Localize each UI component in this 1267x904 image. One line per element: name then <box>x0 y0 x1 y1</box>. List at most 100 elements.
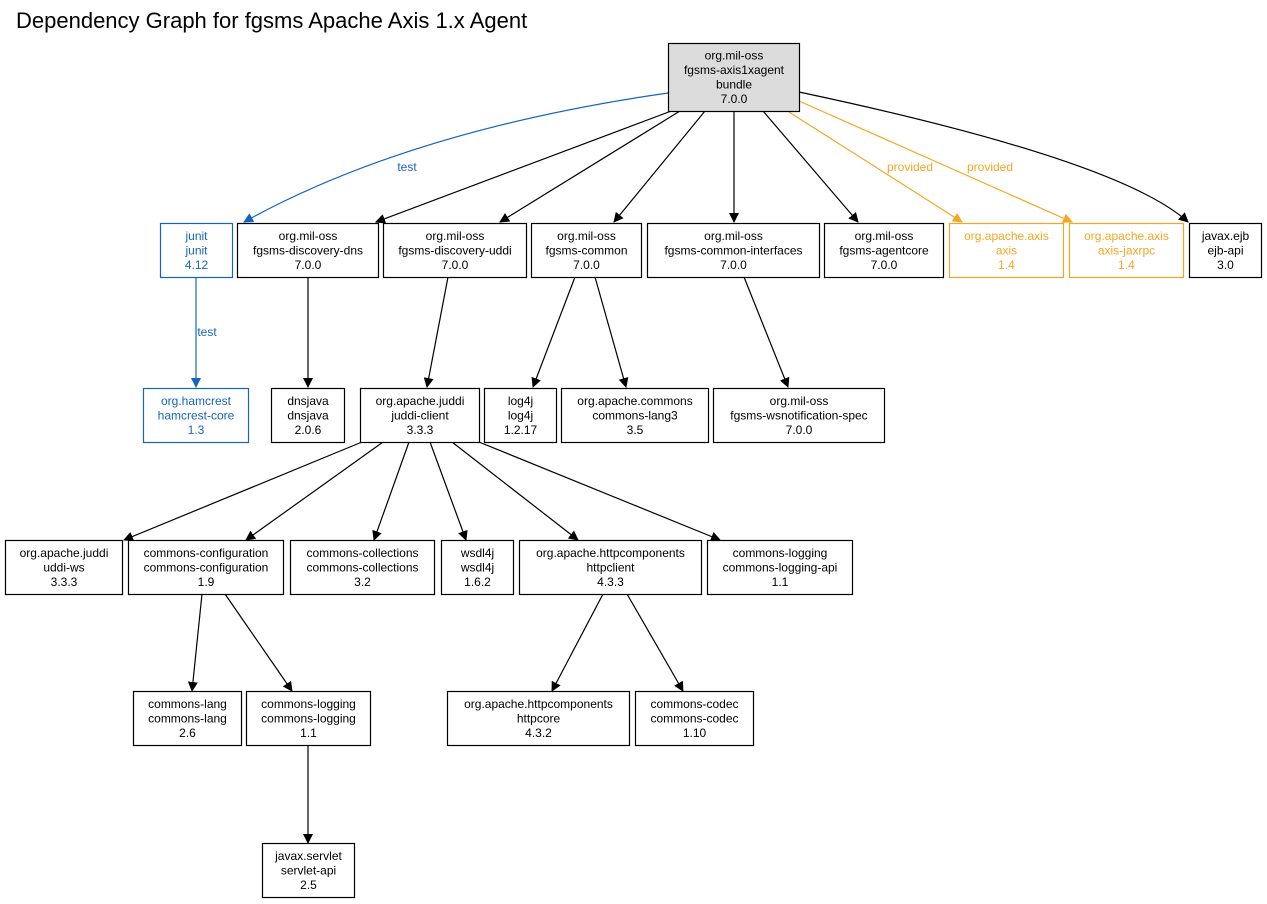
node-servlet-line-0: javax.servlet <box>274 849 342 863</box>
node-codec-line-2: 1.10 <box>683 726 707 740</box>
edge-root-to-junit <box>243 92 669 223</box>
edge-label-root-to-junit: test <box>397 160 417 174</box>
node-common-if-line-0: org.mil-oss <box>704 229 763 243</box>
node-disc-dns-line-0: org.mil-oss <box>279 229 338 243</box>
edge-label-junit-to-hamcrest: test <box>197 325 217 339</box>
edge-config-to-lang <box>187 593 203 692</box>
edge-httpclient-to-httpcore <box>551 593 604 692</box>
node-box-log4j <box>483 387 558 444</box>
edge-root-to-disc-uddi <box>499 110 681 223</box>
node-junit-line-2: 4.12 <box>185 258 209 272</box>
node-junit-line-1: junit <box>184 243 208 257</box>
node-dnsjava-line-1: dnsjava <box>287 408 329 422</box>
edge-label-root-to-axis-jaxrpc: provided <box>967 160 1013 174</box>
edge-common-if-to-wsnotif <box>743 276 790 388</box>
node-lang-line-1: commons-lang <box>148 711 227 725</box>
node-config-line-0: commons-configuration <box>144 546 269 560</box>
node-axis-jaxrpc-line-1: axis-jaxrpc <box>1098 243 1155 257</box>
node-box-root <box>667 42 801 113</box>
node-logging-api-line-1: commons-logging-api <box>723 560 838 574</box>
node-ejb-line-2: 3.0 <box>1217 258 1234 272</box>
node-box-hamcrest <box>142 387 250 444</box>
node-common-if-line-1: fgsms-common-interfaces <box>664 243 802 257</box>
node-common-line-0: org.mil-oss <box>557 229 616 243</box>
node-config-line-1: commons-configuration <box>144 560 269 574</box>
node-box-agentcore <box>823 222 945 279</box>
node-agentcore-line-0: org.mil-oss <box>855 229 914 243</box>
node-logging-line-0: commons-logging <box>261 697 356 711</box>
node-disc-dns-line-1: fgsms-discovery-dns <box>253 243 363 257</box>
node-box-axis-jaxrpc <box>1068 222 1185 279</box>
node-logging-api-line-0: commons-logging <box>733 546 828 560</box>
node-collections-line-0: commons-collections <box>306 546 418 560</box>
node-ejb-line-1: ejb-api <box>1207 243 1243 257</box>
node-box-servlet <box>261 842 356 899</box>
node-box-lang <box>132 690 243 747</box>
node-dnsjava-line-0: dnsjava <box>287 394 329 408</box>
node-juddi-client-line-1: juddi-client <box>390 408 449 422</box>
node-juddi-client-line-2: 3.3.3 <box>407 423 434 437</box>
node-disc-dns-line-2: 7.0.0 <box>295 258 322 272</box>
node-collections-line-1: commons-collections <box>306 560 418 574</box>
node-httpcore-line-2: 4.3.2 <box>525 726 552 740</box>
node-box-dnsjava <box>270 387 346 444</box>
node-log4j-line-2: 1.2.17 <box>504 423 538 437</box>
node-httpcore-line-1: httpcore <box>517 711 561 725</box>
node-box-wsdl4j <box>440 539 515 596</box>
node-box-wsnotif <box>712 387 886 444</box>
node-axis-jaxrpc-line-2: 1.4 <box>1118 258 1135 272</box>
edge-root-to-axis <box>788 111 963 223</box>
node-httpclient-line-0: org.apache.httpcomponents <box>536 546 685 560</box>
node-box-ejb <box>1188 222 1263 279</box>
diagram-title: Dependency Graph for fgsms Apache Axis 1… <box>16 8 528 33</box>
node-hamcrest-line-1: hamcrest-core <box>158 408 235 422</box>
node-servlet-line-2: 2.5 <box>300 878 317 892</box>
node-box-codec <box>634 690 755 747</box>
node-hamcrest-line-2: 1.3 <box>188 423 205 437</box>
node-config-line-2: 1.9 <box>198 575 215 589</box>
node-log4j-line-1: log4j <box>508 408 533 422</box>
node-box-disc-uddi <box>382 222 528 279</box>
edge-juddi-client-to-httpclient <box>451 441 579 541</box>
node-root-line-3: 7.0.0 <box>721 92 748 106</box>
node-box-disc-dns <box>236 222 380 279</box>
node-box-axis <box>948 222 1065 279</box>
node-common-line-1: fgsms-common <box>545 243 627 257</box>
edge-root-to-agentcore <box>762 110 859 223</box>
node-box-logging-api <box>706 539 854 596</box>
node-box-collections <box>289 539 436 596</box>
node-agentcore-line-2: 7.0.0 <box>871 258 898 272</box>
edge-juddi-client-to-uddi-ws <box>123 441 363 542</box>
node-box-logging <box>245 690 372 747</box>
node-box-httpcore <box>446 690 631 747</box>
edge-httpclient-to-codec <box>626 593 684 692</box>
node-root-line-2: bundle <box>716 78 752 92</box>
node-wsdl4j-line-0: wsdl4j <box>460 546 494 560</box>
node-wsnotif: org.mil-ossfgsms-wsnotification-spec7.0.… <box>712 387 886 444</box>
edge-juddi-client-to-collections <box>372 441 410 541</box>
node-common-line-2: 7.0.0 <box>573 258 600 272</box>
node-uddi-ws-line-1: uddi-ws <box>43 560 84 574</box>
node-common-if-line-2: 7.0.0 <box>720 258 747 272</box>
node-axis-line-2: 1.4 <box>998 258 1015 272</box>
edge-label-root-to-axis: provided <box>887 160 933 174</box>
node-uddi-ws-line-0: org.apache.juddi <box>20 546 109 560</box>
node-logging-line-1: commons-logging <box>261 711 356 725</box>
